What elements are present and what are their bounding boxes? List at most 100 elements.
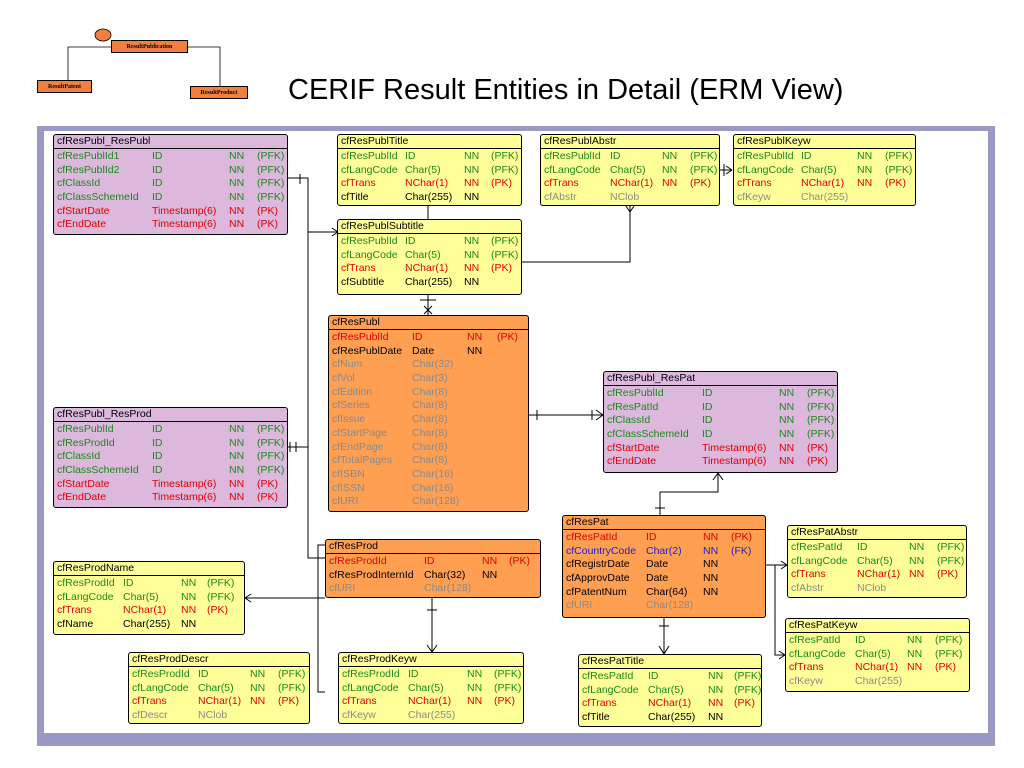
attribute-type: ID xyxy=(408,668,419,680)
attribute-name: cfLangCode xyxy=(789,647,846,660)
attribute-type: Char(255) xyxy=(801,191,849,204)
attribute-key: (PK) xyxy=(734,697,755,710)
attribute-null: NN xyxy=(467,681,483,694)
attribute-key: (PFK) xyxy=(807,414,835,427)
attribute-key: (PK) xyxy=(807,455,828,468)
attribute-type: NChar(1) xyxy=(648,697,692,710)
attribute-name: cfTrans xyxy=(737,177,772,190)
attribute-type: NChar(1) xyxy=(610,177,654,190)
attribute-type: Char(255) xyxy=(405,191,453,204)
attribute-null: NN xyxy=(229,150,245,162)
attribute-null: NN xyxy=(708,670,724,682)
entity-name: cfResPatKeyw xyxy=(786,619,969,633)
attribute-name: cfResProdId xyxy=(132,668,190,680)
entity-name: cfResPubl_ResProd xyxy=(54,408,287,422)
attribute-type: Char(128) xyxy=(412,495,460,508)
attribute-name: cfAbstr xyxy=(544,191,577,204)
attribute-type: ID xyxy=(152,150,163,162)
attribute-type: Char(16) xyxy=(412,467,454,480)
attribute-name: cfTrans xyxy=(57,604,92,617)
attribute-null: NN xyxy=(703,531,719,543)
attribute-key: (PK) xyxy=(257,218,278,231)
attribute-key: (PFK) xyxy=(257,191,285,204)
attribute-key: (PK) xyxy=(491,262,512,275)
attribute-key: (PK) xyxy=(731,531,752,543)
attribute-key: (PFK) xyxy=(734,683,762,696)
attribute-null: NN xyxy=(467,331,483,343)
attribute-name: cfStartDate xyxy=(607,441,660,454)
attribute-row: cfNum Char(32) xyxy=(332,358,528,372)
attribute-null: NN xyxy=(907,634,923,646)
attribute-name: cfVol xyxy=(332,372,355,385)
entity-name: cfResPubl xyxy=(329,316,528,330)
attribute-key: (PK) xyxy=(257,477,278,490)
attribute-null: NN xyxy=(779,428,795,441)
attribute-null: NN xyxy=(857,177,873,190)
attribute-type: ID xyxy=(152,436,163,449)
attribute-key: (PK) xyxy=(509,555,530,567)
attribute-type: Char(32) xyxy=(412,358,454,371)
attribute-name: cfKeyw xyxy=(789,675,823,688)
attribute-name: cfTrans xyxy=(544,177,579,190)
attribute-type: ID xyxy=(152,191,163,204)
attribute-name: cfLangCode xyxy=(341,248,398,261)
attribute-type: Char(255) xyxy=(123,618,171,631)
attribute-name: cfLangCode xyxy=(342,681,399,694)
attribute-type: Timestamp(6) xyxy=(702,441,767,454)
attribute-name: cfResProdInternId xyxy=(329,568,414,581)
attribute-name: cfNum xyxy=(332,358,363,371)
attribute-type: NChar(1) xyxy=(855,661,899,674)
entity-name: cfResPubl_ResPat xyxy=(604,372,837,386)
attribute-type: ID xyxy=(648,670,659,682)
attribute-type: NChar(1) xyxy=(857,568,901,581)
attribute-type: ID xyxy=(610,150,621,162)
attribute-name: cfResPublId xyxy=(544,150,601,162)
attribute-type: NChar(1) xyxy=(405,177,449,190)
attribute-type: Date xyxy=(646,572,669,585)
attribute-name: cfLangCode xyxy=(132,681,189,694)
entity-name: cfResProdName xyxy=(54,562,244,576)
mini-box-result-patent: ResultPatent xyxy=(37,80,92,93)
attribute-name: cfResPatId xyxy=(607,400,659,413)
attribute-name: cfIssue xyxy=(332,413,366,426)
attribute-key: (PK) xyxy=(491,177,512,190)
slide-title: CERIF Result Entities in Detail (ERM Vie… xyxy=(288,74,844,106)
attribute-key: (PFK) xyxy=(278,668,306,680)
entity-name: cfResProdKeyw xyxy=(339,653,523,667)
attribute-null: NN xyxy=(464,191,480,204)
attribute-type: NChar(1) xyxy=(405,262,449,275)
attribute-key: (PK) xyxy=(494,695,515,708)
attribute-type: Char(5) xyxy=(801,163,837,176)
attribute-type: Char(5) xyxy=(123,590,159,603)
attribute-name: cfTrans xyxy=(342,695,377,708)
attribute-type: Char(3) xyxy=(412,372,448,385)
attribute-type: Char(32) xyxy=(424,568,466,581)
attribute-type: Date xyxy=(412,344,435,357)
attribute-type: ID xyxy=(405,150,416,162)
